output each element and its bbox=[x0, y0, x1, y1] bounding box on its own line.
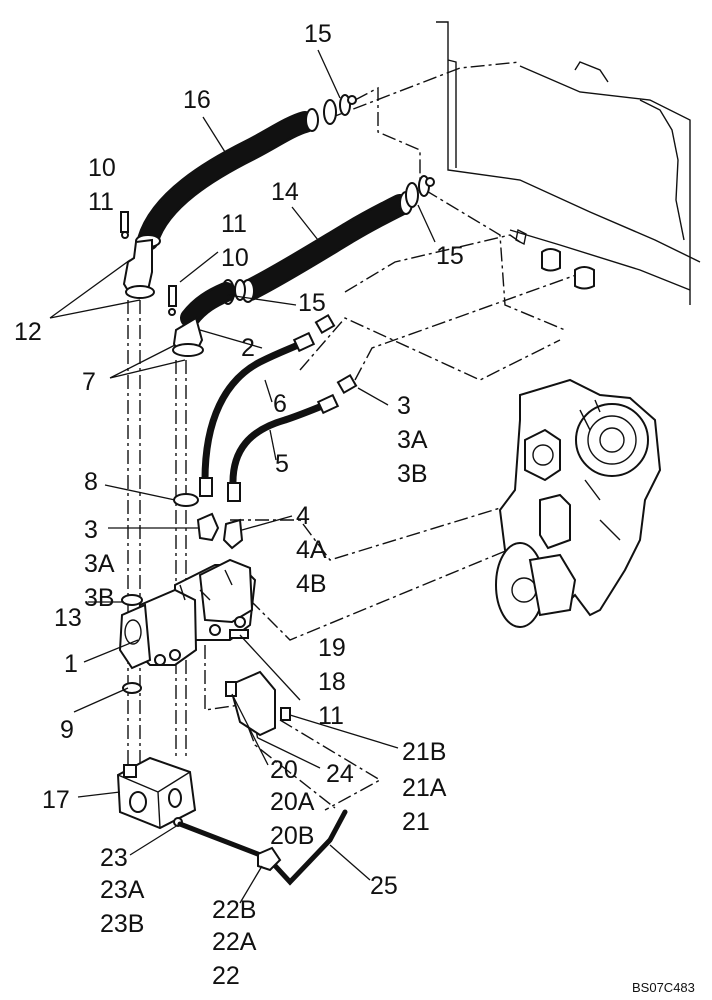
hose-6 bbox=[199, 313, 336, 497]
callout-labels: 15 16 10 11 11 14 10 15 12 15 2 7 6 3 3A… bbox=[14, 20, 464, 990]
callout-23A: 23A bbox=[100, 876, 145, 904]
callout-10-upper: 10 bbox=[88, 154, 116, 182]
callout-18: 18 bbox=[318, 668, 346, 696]
callout-20A: 20A bbox=[270, 788, 315, 816]
callout-6: 6 bbox=[273, 390, 287, 418]
callout-9: 9 bbox=[60, 716, 74, 744]
o-ring-8 bbox=[173, 493, 199, 507]
callout-22B: 22B bbox=[212, 896, 256, 924]
fitting-22 bbox=[257, 846, 282, 872]
pump-assembly-1 bbox=[118, 558, 257, 670]
callout-22A: 22A bbox=[212, 928, 257, 956]
callout-14: 14 bbox=[271, 178, 299, 206]
callout-21B: 21B bbox=[402, 738, 446, 766]
callout-5: 5 bbox=[275, 450, 289, 478]
callout-4A: 4A bbox=[296, 536, 327, 564]
callout-3-right: 3 bbox=[397, 392, 411, 420]
callout-1: 1 bbox=[64, 650, 78, 678]
callout-12: 12 bbox=[14, 318, 42, 346]
callout-25: 25 bbox=[370, 872, 398, 900]
valve-block-17 bbox=[116, 756, 197, 830]
callout-20: 20 bbox=[270, 756, 298, 784]
callout-15-lower: 15 bbox=[298, 289, 326, 317]
callout-22: 22 bbox=[212, 962, 240, 990]
callout-8: 8 bbox=[84, 468, 98, 496]
o-ring-13 bbox=[121, 594, 143, 606]
cover-plate-24 bbox=[225, 670, 276, 737]
callout-10-middle: 10 bbox=[221, 244, 249, 272]
leader-lines bbox=[49, 49, 436, 904]
hose-clamp-15-middle bbox=[405, 175, 435, 208]
callout-15-middle: 15 bbox=[436, 242, 464, 270]
callout-23: 23 bbox=[100, 844, 128, 872]
fitting-3-left bbox=[196, 512, 220, 542]
callout-23B: 23B bbox=[100, 910, 144, 938]
connection-lines bbox=[127, 61, 591, 811]
callout-15-top: 15 bbox=[304, 20, 332, 48]
fitting-21 bbox=[280, 707, 291, 721]
callout-21: 21 bbox=[402, 808, 430, 836]
callout-21A: 21A bbox=[402, 774, 447, 802]
callout-3A-right: 3A bbox=[397, 426, 428, 454]
callout-3-left: 3 bbox=[84, 516, 98, 544]
callout-3B-left: 3B bbox=[84, 584, 115, 612]
flange-elbow-lower bbox=[168, 282, 236, 357]
callout-17: 17 bbox=[42, 786, 70, 814]
callout-13: 13 bbox=[54, 604, 82, 632]
flange-elbow-upper bbox=[120, 211, 155, 299]
callout-4B: 4B bbox=[296, 570, 327, 598]
callout-2: 2 bbox=[241, 334, 255, 362]
hose-5 bbox=[227, 373, 358, 502]
hose-clamp-15-top bbox=[323, 94, 357, 125]
hose-16 bbox=[135, 108, 319, 251]
o-ring-9 bbox=[122, 682, 142, 694]
callout-3B-right: 3B bbox=[397, 460, 428, 488]
callout-11-upper: 11 bbox=[88, 188, 114, 216]
transmission bbox=[495, 378, 662, 628]
frame-bulkhead bbox=[436, 21, 701, 305]
fitting-4 bbox=[222, 518, 244, 550]
callout-20B: 20B bbox=[270, 822, 314, 850]
callout-7: 7 bbox=[82, 368, 96, 396]
callout-4: 4 bbox=[296, 502, 310, 530]
callout-24: 24 bbox=[326, 760, 354, 788]
callout-11-lower: 11 bbox=[318, 702, 344, 730]
callout-16: 16 bbox=[183, 86, 211, 114]
reference-code: BS07C483 bbox=[632, 980, 695, 995]
callout-11-middle: 11 bbox=[221, 210, 247, 238]
callout-3A-left: 3A bbox=[84, 550, 115, 578]
hose-14 bbox=[239, 191, 413, 303]
callout-19: 19 bbox=[318, 634, 346, 662]
drain-line-25 bbox=[177, 809, 348, 886]
